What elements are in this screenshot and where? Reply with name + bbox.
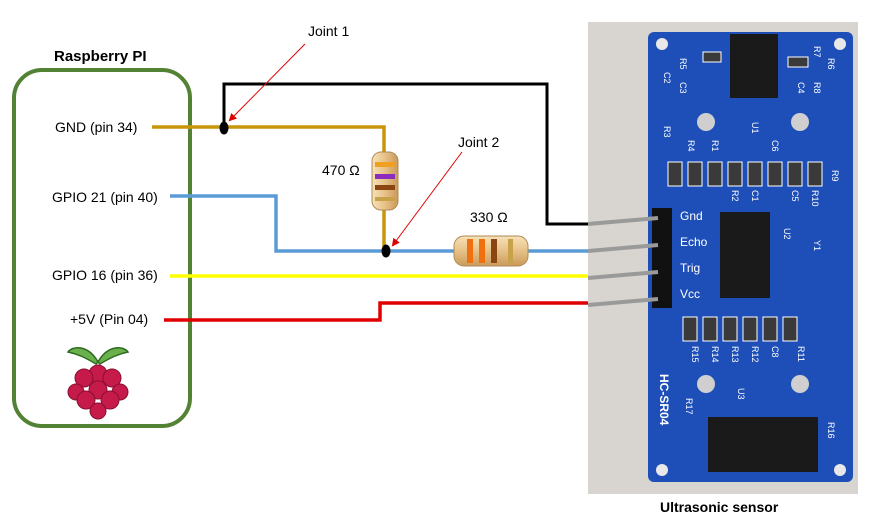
- sensor-gnd-wire: [222, 82, 596, 226]
- gpio21-pin-label: GPIO 21 (pin 40): [52, 189, 158, 205]
- sensor-pin-echo: Echo: [680, 235, 708, 249]
- ultrasonic-sensor: Gnd Echo Trig Vcc HC-SR04 R5 R7 R6 R8 C2…: [588, 22, 858, 494]
- resistor-330: [453, 235, 529, 267]
- sensor-component-label: U2: [782, 228, 792, 240]
- sensor-component-label: C3: [678, 82, 688, 94]
- raspberry-logo-icon: [66, 347, 130, 420]
- sensor-component-label: R2: [730, 190, 740, 202]
- chip-u2: [720, 212, 770, 298]
- gpio16-pin-label: GPIO 16 (pin 36): [52, 267, 158, 283]
- sensor-component-label: U1: [750, 122, 760, 134]
- sensor-component-label: R1: [710, 140, 720, 152]
- sensor-component-label: R7: [812, 46, 822, 58]
- sensor-pin-gnd: Gnd: [680, 209, 703, 223]
- sensor-component-label: C1: [750, 190, 760, 202]
- gpio21-wire: [170, 194, 596, 253]
- sensor-component-label: R9: [830, 170, 840, 182]
- sensor-model-label: HC-SR04: [657, 374, 671, 426]
- sensor-pin-trig: Trig: [680, 261, 700, 275]
- sensor-component-label: R5: [678, 58, 688, 70]
- sensor-component-label: R3: [662, 126, 672, 138]
- joint-1-arrow: [228, 43, 306, 122]
- chip-u1: [730, 34, 778, 98]
- joint-2-label: Joint 2: [458, 134, 500, 150]
- sensor-component-label: R6: [826, 58, 836, 70]
- chip-u3: [708, 417, 818, 472]
- raspberry-pi-board: [12, 68, 192, 428]
- sensor-component-label: R10: [810, 190, 820, 207]
- resistor-470-label: 470 Ω: [322, 162, 360, 178]
- sensor-component-label: C8: [770, 346, 780, 358]
- sensor-component-label: R16: [826, 422, 836, 439]
- sensor-component-label: R11: [796, 346, 806, 362]
- v5-pin-label: +5V (Pin 04): [70, 311, 149, 327]
- gnd-pin-label: GND (pin 34): [55, 119, 138, 135]
- sensor-component-label: C2: [662, 72, 672, 84]
- resistor-470: [371, 151, 399, 211]
- resistor-330-label: 330 Ω: [470, 209, 508, 225]
- gnd-wire: [152, 125, 386, 250]
- sensor-component-label: C6: [770, 140, 780, 152]
- sensor-pin-vcc: Vcc: [680, 287, 700, 301]
- joint-2-arrow: [391, 151, 463, 247]
- joint-1-label: Joint 1: [308, 23, 350, 39]
- v5-wire: [164, 301, 596, 322]
- ultrasonic-sensor-caption: Ultrasonic sensor: [660, 499, 779, 515]
- sensor-component-label: C5: [790, 190, 800, 202]
- joint-1-dot: [219, 121, 229, 135]
- sensor-component-label: R15: [690, 346, 700, 363]
- sensor-component-label: R12: [750, 346, 760, 363]
- sensor-component-label: R17: [684, 398, 694, 415]
- sensor-component-label: R13: [730, 346, 740, 363]
- sensor-component-label: C4: [796, 82, 806, 94]
- sensor-component-label: R8: [812, 82, 822, 94]
- raspberry-pi-title: Raspberry PI: [54, 48, 147, 65]
- sensor-component-label: U3: [736, 388, 746, 400]
- sensor-component-label: Y1: [812, 240, 822, 251]
- joint-2-dot: [381, 244, 391, 258]
- sensor-component-label: R4: [686, 140, 696, 152]
- sensor-component-label: R14: [710, 346, 720, 363]
